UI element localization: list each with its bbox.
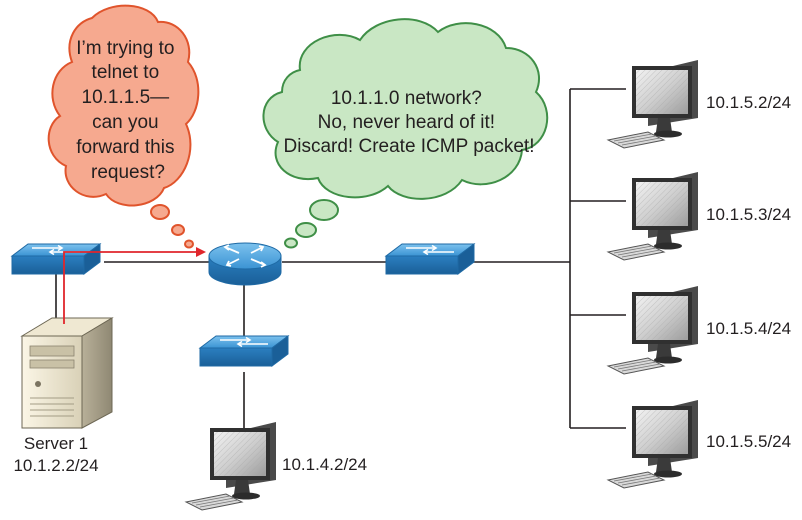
server-icon [20, 317, 114, 429]
workstation-icon [185, 421, 277, 511]
workstation-icon [607, 171, 699, 261]
client-bubble-line: 10.1.1.5— [82, 87, 170, 108]
client-bubble-dot-1 [150, 204, 170, 220]
links [55, 88, 626, 432]
switch-icon [199, 335, 289, 367]
client-bubble-line: forward this [76, 137, 174, 158]
packet-path [63, 247, 206, 324]
host-ip-label: 10.1.4.2/24 [282, 455, 367, 474]
client-bubble-line: can you [92, 112, 159, 133]
workstation-icon [607, 399, 699, 489]
router-bubble-text: 10.1.1.0 network? No, never heard of it!… [284, 88, 535, 157]
server-name-label: Server 1 [24, 434, 88, 453]
router-thought-bubble: 10.1.1.0 network? No, never heard of it!… [262, 18, 549, 249]
client-bubble-line: telnet to [92, 62, 160, 83]
router-bubble-dot-2 [295, 222, 317, 238]
workstation-icon [607, 285, 699, 375]
client-thought-bubble: I’m trying to telnet to 10.1.1.5— can yo… [47, 4, 200, 249]
client-bubble-line: request? [91, 162, 165, 183]
router-bubble-line: 10.1.1.0 network? [331, 88, 482, 109]
router-bubble-cloud [262, 18, 549, 200]
workstation-icon [607, 59, 699, 149]
router-bubble-line: No, never heard of it! [318, 112, 495, 133]
host-ip-label: 10.1.5.3/24 [706, 205, 791, 224]
client-bubble-cloud [47, 4, 200, 207]
server-ip-label: 10.1.2.2/24 [13, 456, 98, 475]
router-bubble-dot-1 [309, 199, 339, 221]
client-bubble-dot-3 [184, 239, 194, 249]
host-ip-label: 10.1.5.5/24 [706, 432, 791, 451]
client-bubble-text: I’m trying to telnet to 10.1.1.5— can yo… [76, 38, 179, 183]
router-bubble-dot-3 [284, 237, 298, 249]
client-bubble-dot-2 [171, 224, 185, 236]
host-ip-label: 10.1.5.2/24 [706, 93, 791, 112]
router-icon [208, 242, 282, 286]
router-bubble-line: Discard! Create ICMP packet! [284, 136, 535, 157]
switch-icon [385, 243, 475, 275]
host-ip-label: 10.1.5.4/24 [706, 319, 791, 338]
client-bubble-line: I’m trying to [76, 38, 174, 59]
switch-icon [11, 243, 101, 275]
